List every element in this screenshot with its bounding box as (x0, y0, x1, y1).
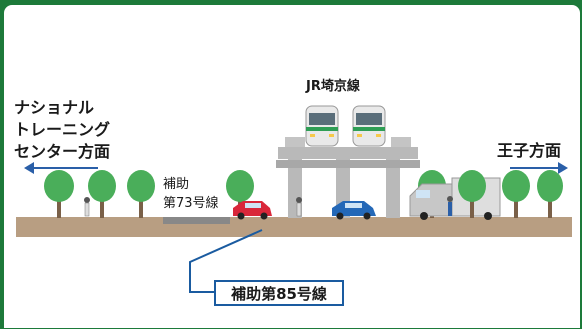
aux85-label-box: 補助第85号線 (214, 280, 344, 306)
tree-icon (537, 170, 563, 218)
right-arrow-icon (510, 162, 568, 174)
right-direction-label: 王子方面 (497, 141, 562, 160)
aux85-label: 補助第85号線 (231, 284, 327, 303)
aux73-label-line-2: 第73号線 (163, 196, 219, 211)
aux73-road-surface (163, 217, 230, 224)
pedestrian-icon (84, 197, 90, 217)
left-arrow-icon (24, 162, 98, 174)
blue-car-icon (332, 201, 376, 220)
train-icon (352, 105, 386, 147)
tree-icon (458, 170, 486, 218)
pointer-line (189, 229, 263, 293)
tree-icon (502, 170, 530, 218)
truck-icon (409, 177, 501, 220)
left-direction-line-1: ナショナル (14, 98, 95, 117)
tree-icon (44, 170, 74, 218)
ground (16, 217, 572, 237)
train-icon (305, 105, 339, 147)
pedestrian-icon (296, 197, 302, 217)
tree-icon (88, 170, 116, 218)
tree-icon (127, 170, 155, 218)
pedestrian-icon (447, 196, 453, 216)
left-direction-line-2: トレーニング (14, 120, 111, 139)
red-car-icon (233, 201, 272, 220)
railway-label: JR埼京線 (306, 79, 360, 94)
aux73-label-line-1: 補助 (163, 177, 190, 192)
left-direction-line-3: センター方面 (14, 142, 111, 161)
